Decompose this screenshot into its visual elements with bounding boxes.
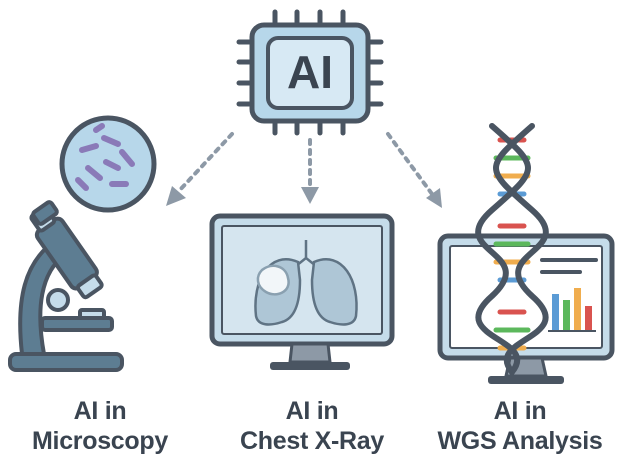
caption-wgs-line1: AI in [493, 397, 547, 425]
arrow-to-microscopy [166, 132, 234, 206]
microscope-icon [8, 200, 124, 372]
xray-monitor-icon [209, 213, 395, 370]
arrow-to-wgs [386, 132, 442, 208]
caption-wgs-line2: WGS Analysis [437, 427, 603, 455]
caption-wgs: AI in WGS Analysis [416, 396, 624, 456]
wgs-monitor-icon [437, 233, 615, 384]
arrow-to-xray [301, 138, 319, 204]
chip-label: AI [287, 46, 333, 98]
caption-microscopy: AI in Microscopy [0, 396, 200, 456]
caption-xray: AI in Chest X-Ray [212, 396, 412, 456]
caption-microscopy-line2: Microscopy [32, 427, 168, 455]
ai-chip-icon: AI [236, 9, 384, 136]
caption-microscopy-line1: AI in [73, 397, 127, 425]
lungs-icon [254, 240, 358, 326]
caption-xray-line1: AI in [285, 397, 339, 425]
petri-dish-icon [59, 115, 157, 213]
bar-chart-icon [548, 288, 596, 332]
dna-helix-icon [475, 123, 549, 375]
caption-xray-line2: Chest X-Ray [240, 427, 384, 455]
